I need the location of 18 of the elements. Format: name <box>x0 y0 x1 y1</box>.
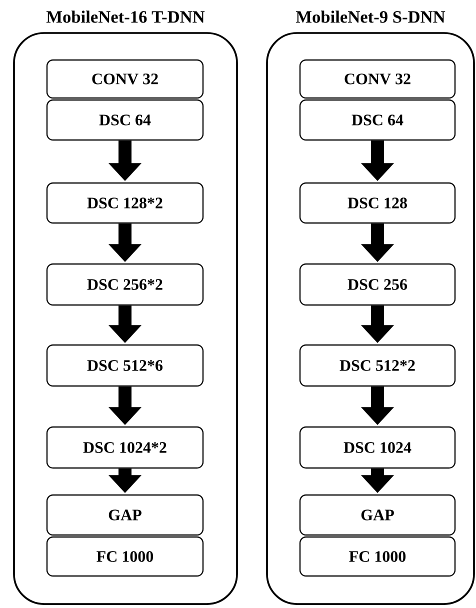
layer-box: DSC 512*2 <box>299 344 456 387</box>
layer-box: DSC 256 <box>299 263 456 306</box>
node-label: MobileNet-9 S-DNN <box>296 10 446 23</box>
node-label: MobileNet-16 T-DNN <box>46 10 205 23</box>
layer-box: DSC 512*6 <box>46 344 204 387</box>
layer-box: FC 1000 <box>46 536 204 577</box>
layer-box: CONV 32 <box>299 59 456 99</box>
layer-box: FC 1000 <box>299 536 456 577</box>
layer-box: DSC 256*2 <box>46 263 204 306</box>
layer-box: DSC 1024*2 <box>46 426 204 469</box>
layer-box: GAP <box>46 494 204 536</box>
layer-box: DSC 64 <box>46 99 204 141</box>
layer-box: DSC 1024 <box>299 426 456 469</box>
layer-box: DSC 128 <box>299 182 456 224</box>
layer-box: DSC 128*2 <box>46 182 204 224</box>
layer-box: GAP <box>299 494 456 536</box>
layer-box: DSC 64 <box>299 99 456 141</box>
layer-box: CONV 32 <box>46 59 204 99</box>
